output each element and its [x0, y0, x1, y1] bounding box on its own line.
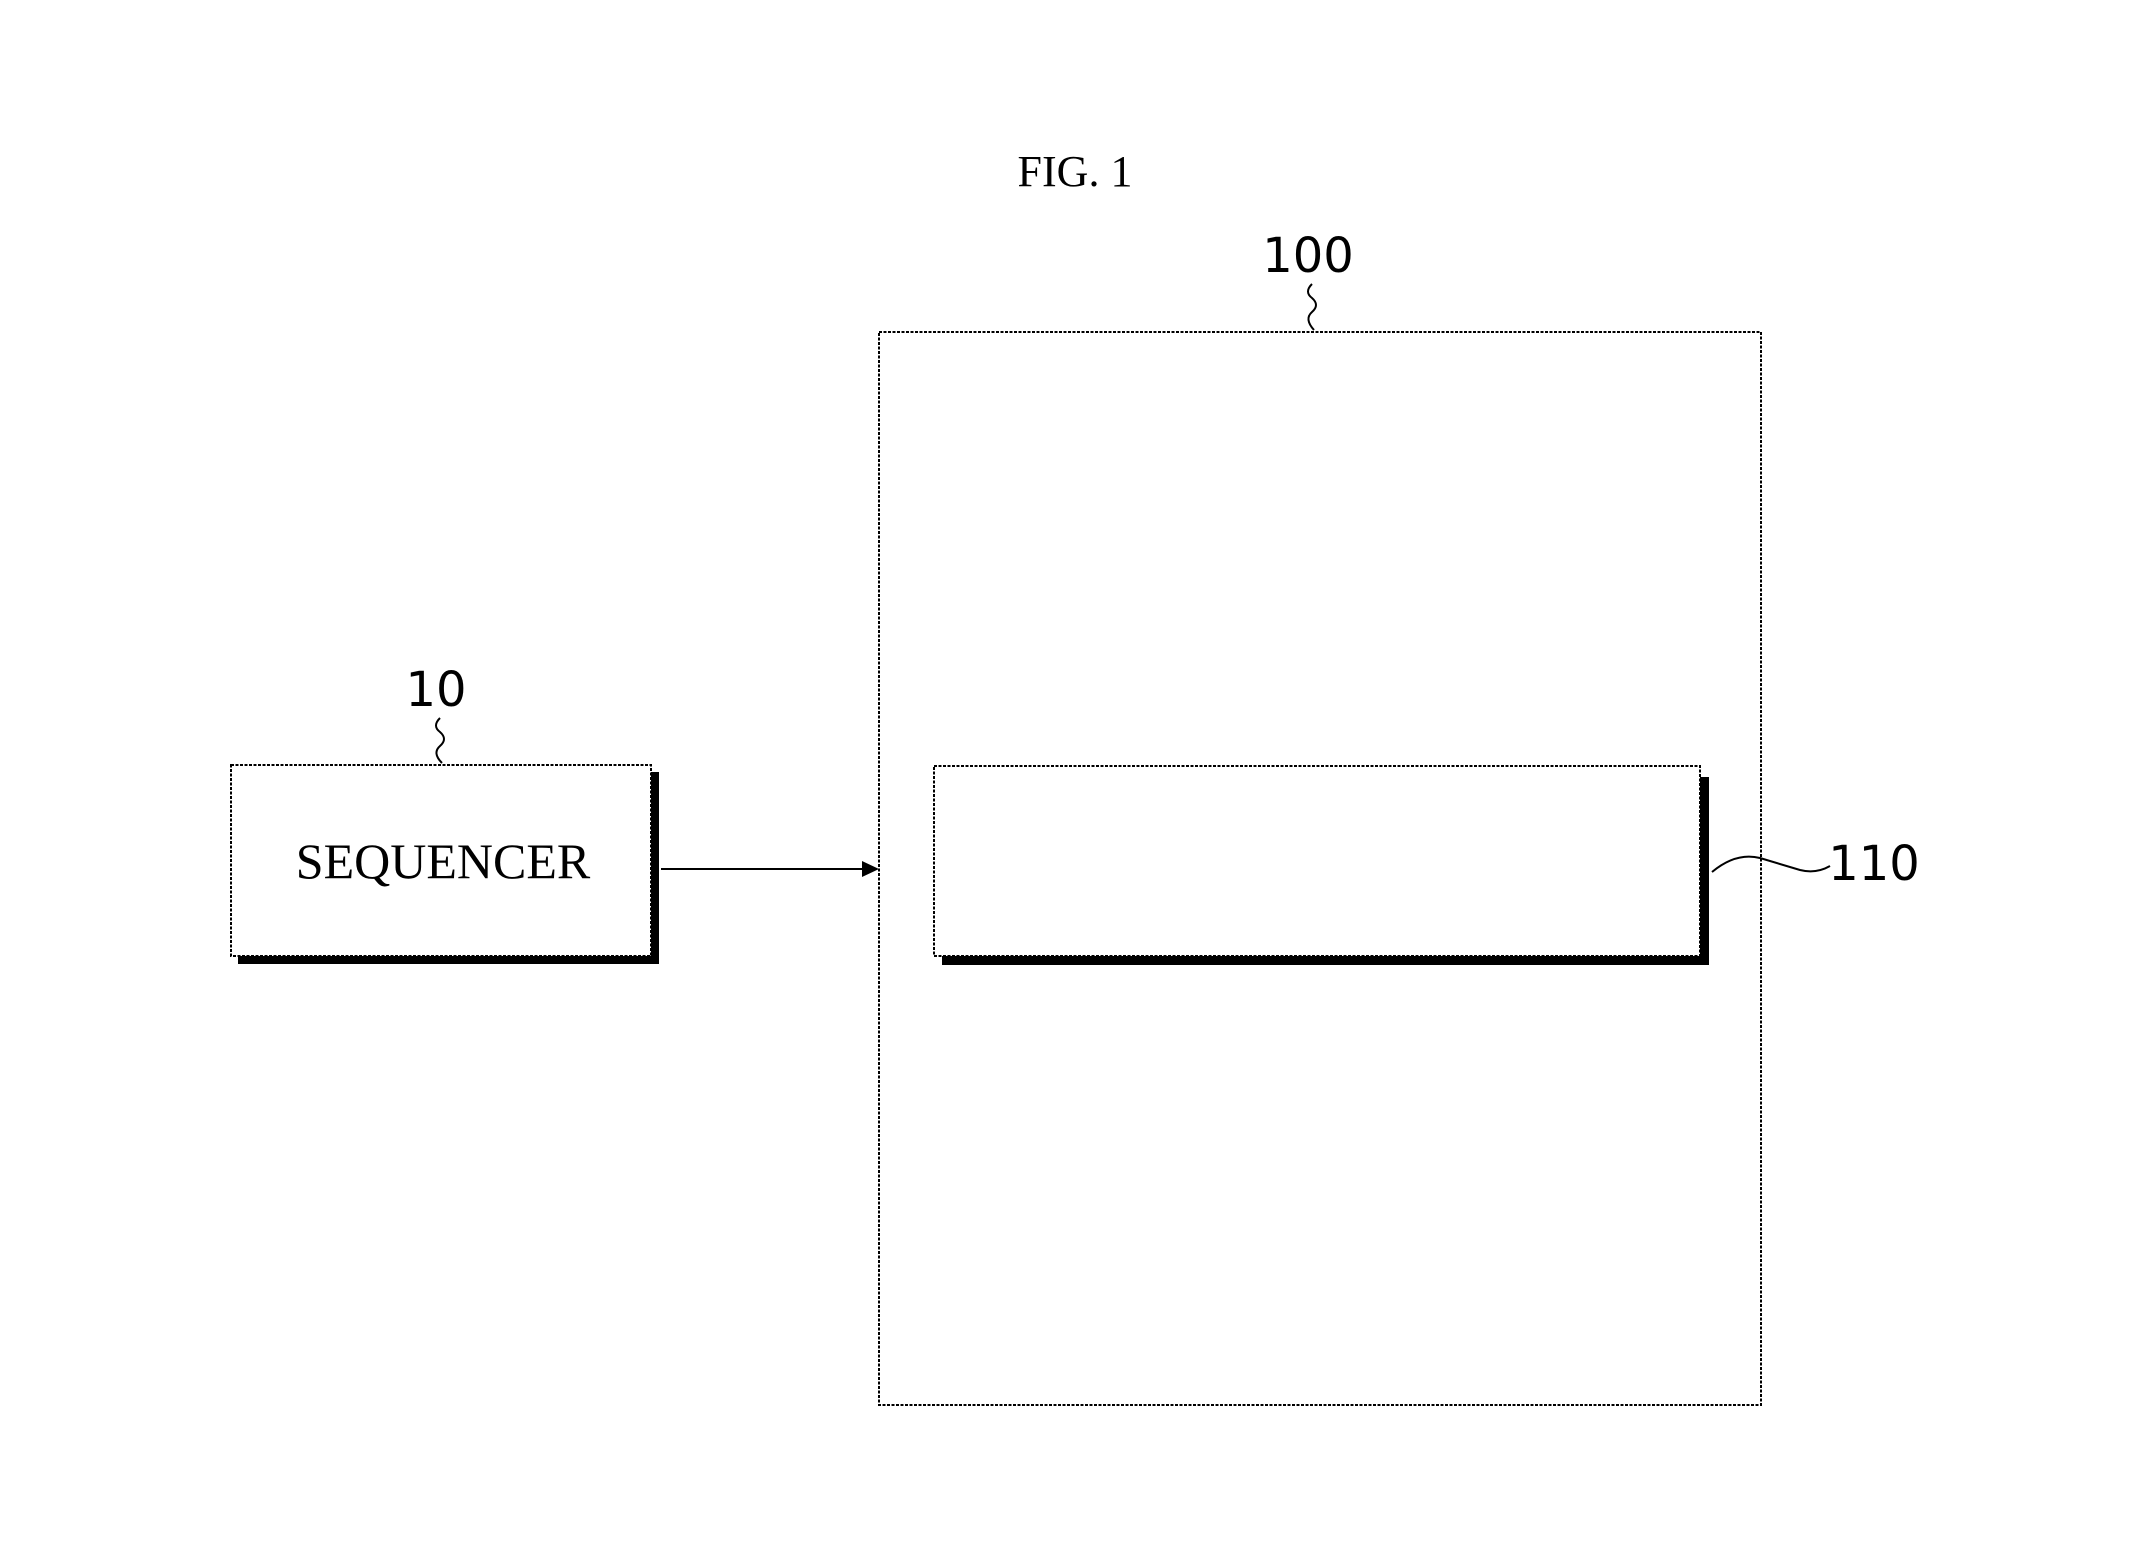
ref-10-label: 10 — [405, 662, 466, 718]
ref-100-label: 100 — [1262, 228, 1354, 284]
sequencer-label: SEQUENCER — [296, 833, 591, 889]
ref-110-label: 110 — [1828, 836, 1920, 892]
block-110-box — [934, 766, 1700, 956]
figure-title: FIG. 1 — [1018, 147, 1133, 196]
ref-10-leader — [436, 718, 444, 763]
ref-100-leader — [1308, 284, 1316, 330]
signal-arrow-head — [862, 861, 879, 877]
ref-110-leader — [1712, 857, 1830, 872]
